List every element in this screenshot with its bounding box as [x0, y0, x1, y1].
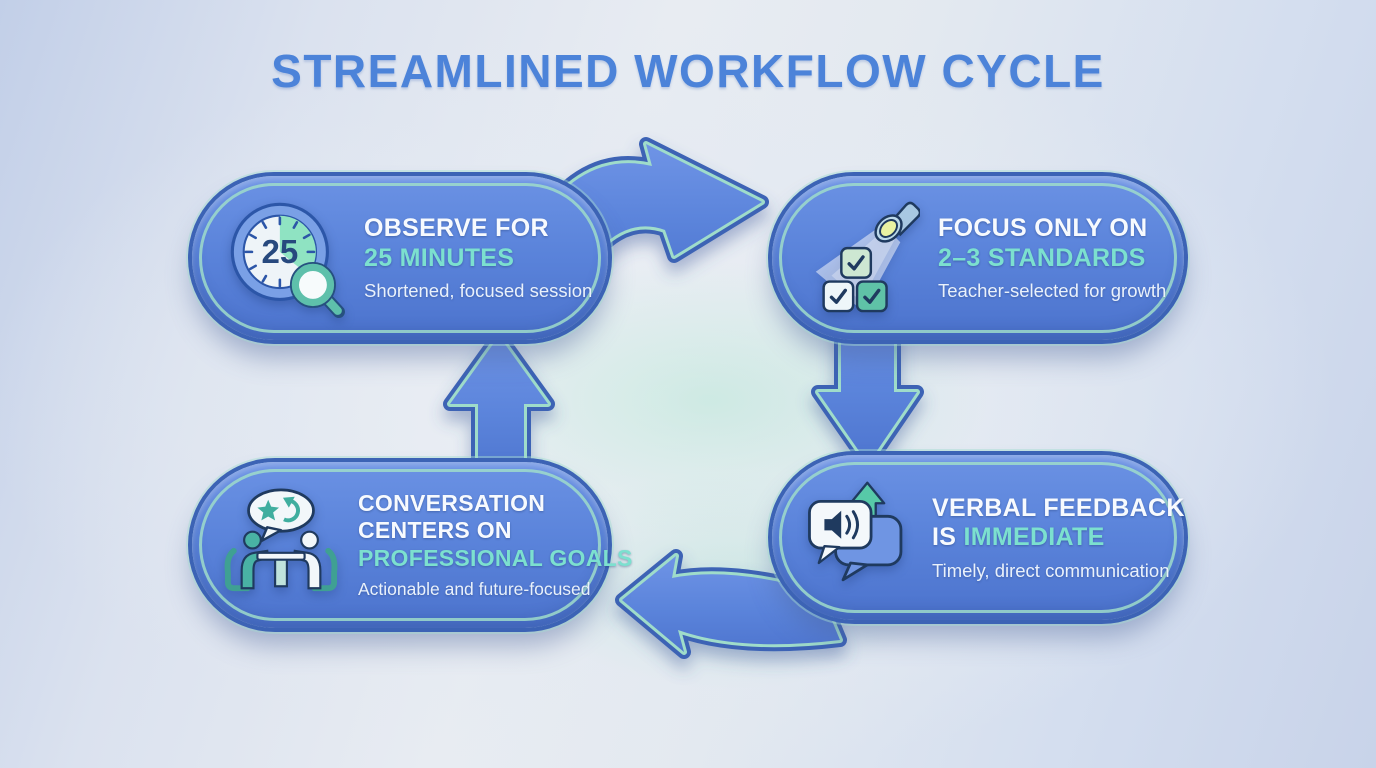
- page-title: STREAMLINED WORKFLOW CYCLE: [271, 45, 1105, 97]
- spotlight-checkboxes-icon: [802, 197, 922, 320]
- card-heading: OBSERVE FOR: [364, 214, 549, 242]
- card-subtext: Teacher-selected for growth: [938, 280, 1167, 301]
- people-table-conversation-icon: [222, 484, 340, 607]
- card-heading: FOCUS ONLY ON: [938, 214, 1148, 242]
- card-subtext: Shortened, focused session: [364, 280, 593, 301]
- card-conversation: CONVERSATION CENTERS ON PROFESSIONAL GOA…: [192, 462, 633, 628]
- card-heading-accent: 2–3 STANDARDS: [938, 243, 1146, 272]
- card-subtext: Actionable and future-focused: [358, 578, 591, 599]
- card-feedback: VERBAL FEEDBACK IS IMMEDIATE Timely, dir…: [772, 455, 1184, 620]
- timer-magnifier-icon: 25: [222, 194, 346, 323]
- card-observe: 25 OBSERVE FOR 25 MINUTES Shortened, foc…: [192, 176, 608, 340]
- card-heading: CENTERS ON: [358, 517, 512, 544]
- card-focus: FOCUS ONLY ON 2–3 STANDARDS Teacher-sele…: [772, 176, 1184, 340]
- card-heading: CONVERSATION: [358, 490, 546, 517]
- card-heading-accent: 25 MINUTES: [364, 243, 515, 272]
- card-heading-accent: PROFESSIONAL GOALS: [358, 544, 633, 571]
- card-subtext: Timely, direct communication: [932, 559, 1170, 581]
- card-heading-accent: IS IMMEDIATE: [932, 523, 1105, 551]
- timer-value: 25: [261, 234, 298, 271]
- card-heading: VERBAL FEEDBACK: [932, 493, 1185, 522]
- speech-bubbles-megaphone-icon: [802, 479, 914, 596]
